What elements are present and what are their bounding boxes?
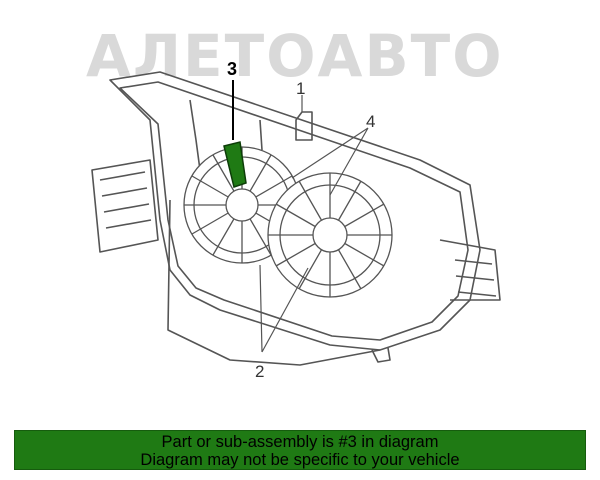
fan-right xyxy=(267,172,393,298)
callout-4: 4 xyxy=(366,112,375,131)
callout-1: 1 xyxy=(296,79,305,98)
callout-2: 2 xyxy=(255,362,264,381)
watermark: АЛЕТОАВТО xyxy=(86,22,504,90)
fan-shroud-frame xyxy=(91,71,501,366)
banner-line-2: Diagram may not be specific to your vehi… xyxy=(140,451,460,469)
banner-line-1: Part or sub-assembly is #3 in diagram xyxy=(161,433,439,451)
watermark-text: АЛЕТОАВТО xyxy=(86,22,504,90)
callout-3: 3 xyxy=(227,59,237,79)
info-banner: Part or sub-assembly is #3 in diagram Di… xyxy=(14,430,586,470)
leader-lines xyxy=(259,95,369,353)
part-3-highlight xyxy=(223,141,247,188)
